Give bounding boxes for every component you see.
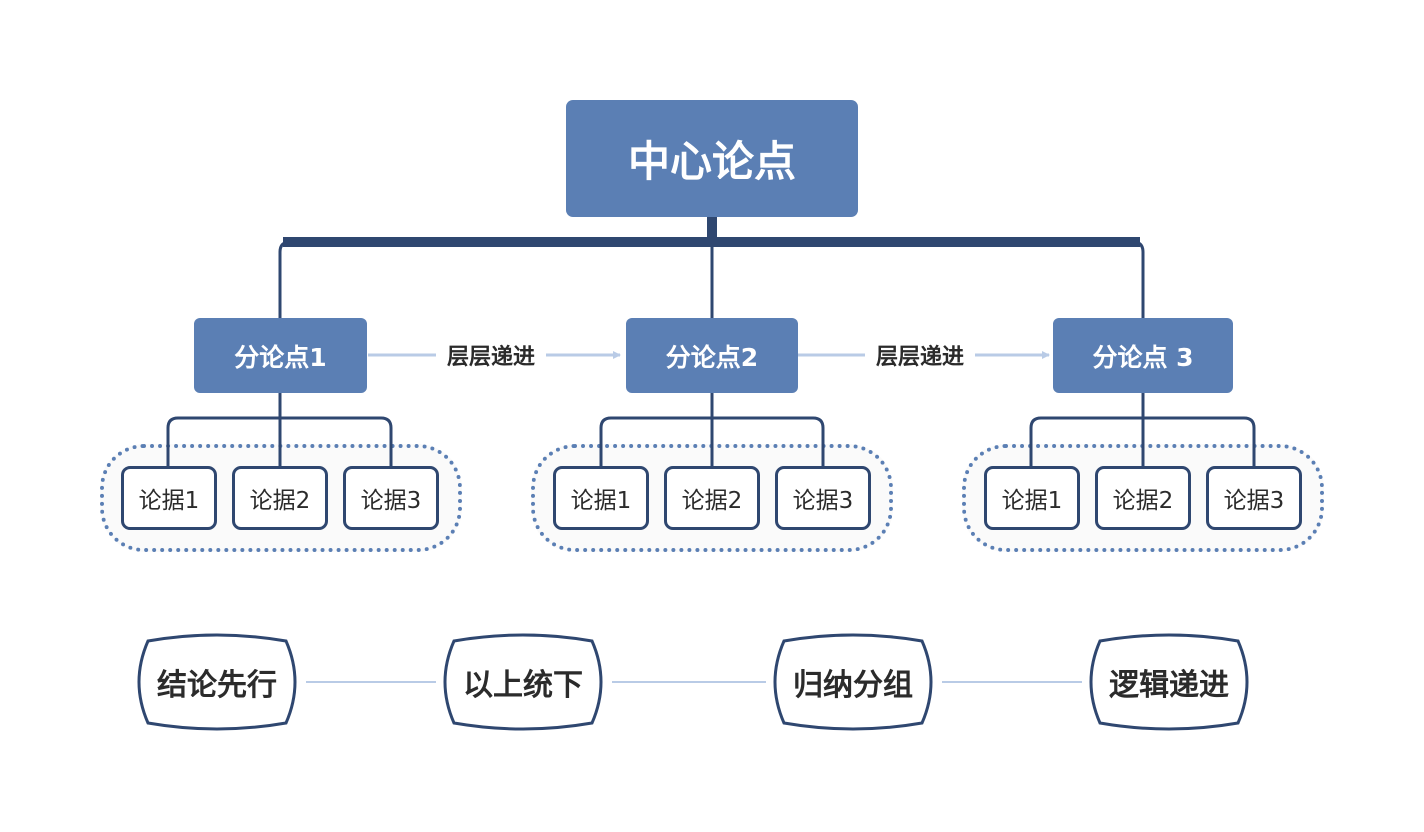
- central-thesis-node: 中心论点: [566, 100, 858, 217]
- sub-point-label: 分论点1: [234, 342, 327, 372]
- sub-point-node-3: 分论点 3: [1053, 318, 1233, 393]
- progression-label: 层层递进: [436, 338, 546, 372]
- sub-point-label: 分论点2: [665, 342, 759, 372]
- principle-label: 逻辑递进: [1109, 668, 1229, 703]
- progression-label: 层层递进: [865, 338, 975, 372]
- central-thesis-label: 中心论点: [627, 137, 796, 186]
- evidence-node: 论据3: [1206, 466, 1302, 530]
- principle-logical-progression: 逻辑递进: [1080, 633, 1258, 731]
- principle-label: 归纳分组: [793, 668, 913, 703]
- principle-grouping: 归纳分组: [764, 633, 942, 731]
- principle-shape: [1089, 633, 1249, 731]
- principle-shape: [137, 633, 297, 731]
- sub-point-node-1: 分论点1: [194, 318, 367, 393]
- evidence-node: 论据3: [343, 466, 439, 530]
- evidence-node: 论据2: [1095, 466, 1191, 530]
- evidence-node: 论据3: [775, 466, 871, 530]
- sub-point-node-2: 分论点2: [626, 318, 798, 393]
- evidence-node: 论据1: [121, 466, 217, 530]
- principle-label: 结论先行: [157, 668, 277, 703]
- principle-top-down: 以上统下: [434, 633, 612, 731]
- evidence-node: 论据2: [664, 466, 760, 530]
- sub-point-label: 分论点 3: [1092, 342, 1194, 372]
- principle-label: 以上统下: [463, 668, 583, 703]
- principle-shape: [443, 633, 603, 731]
- evidence-node: 论据1: [984, 466, 1080, 530]
- evidence-node: 论据2: [232, 466, 328, 530]
- evidence-node: 论据1: [553, 466, 649, 530]
- principle-conclusion-first: 结论先行: [128, 633, 306, 731]
- principle-shape: [773, 633, 933, 731]
